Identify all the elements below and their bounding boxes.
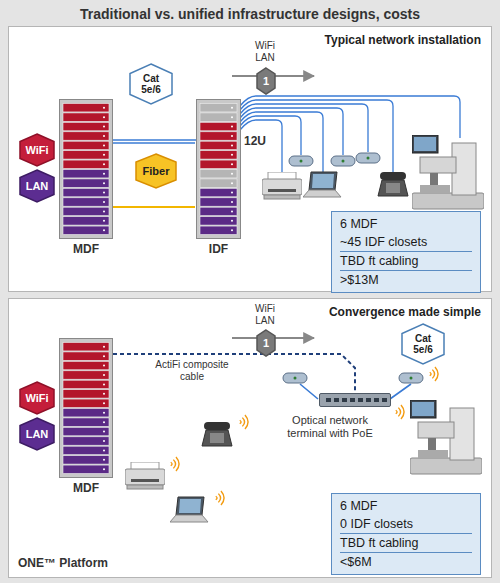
hexagon-badge: 1 (256, 67, 276, 95)
ont-shape (320, 394, 390, 406)
wifi-waves (240, 415, 248, 429)
cat-cable (240, 100, 393, 173)
composite-cable (113, 354, 355, 393)
panel-ground (8, 26, 492, 292)
node-label: LAN (26, 180, 49, 192)
cost-box: 6 MDF~45 IDF closetsTBD ft cabling>$13M (331, 211, 481, 293)
microscope-icon (412, 135, 484, 209)
cost-line: ~45 IDF closets (340, 233, 472, 251)
node-label: Fiber (143, 165, 170, 177)
rack-shape (59, 99, 113, 239)
access-point-icon (356, 153, 380, 163)
cat-cable (240, 96, 460, 138)
optical-network-terminal: Optical network terminal with PoE (319, 393, 391, 407)
server-rack: MDF (59, 338, 113, 478)
hexagon-badge: Cat 5e/6 (129, 63, 173, 105)
panel-heading: Convergence made simple (329, 305, 481, 319)
hexagon-badge: Cat 5e/6 (401, 323, 445, 365)
hexagon-badge: WiFi (19, 381, 55, 415)
cost-line: 6 MDF (340, 497, 472, 515)
phone-icon (378, 172, 408, 196)
cost-box: 6 MDF0 IDF closetsTBD ft cabling<$6M (331, 493, 481, 575)
node-label: 1 (263, 337, 269, 349)
network-label: WiFi LAN (250, 40, 280, 64)
fiber-line (113, 139, 196, 141)
access-point-icon (399, 373, 423, 383)
cat-cable (240, 108, 343, 155)
cost-line: >$13M (340, 270, 472, 289)
node-label: IDF (186, 242, 251, 256)
panel: Typical network installationWiFiLAN MDF Fi… (8, 26, 492, 292)
node-label: Optical network terminal with PoE (280, 414, 380, 440)
panel-heading: Typical network installation (325, 33, 481, 47)
laptop-icon (170, 497, 208, 522)
cost-line: <$6M (340, 552, 472, 571)
cost-line: TBD ft cabling (340, 251, 472, 270)
fiber-line (112, 142, 195, 144)
cost-line: 0 IDF closets (340, 515, 472, 533)
cat-cable (240, 120, 282, 174)
access-point-icon (283, 373, 307, 383)
microscope-icon (410, 400, 482, 474)
cost-line: 6 MDF (340, 215, 472, 233)
node-label: LAN (26, 428, 49, 440)
hexagon-badge: Fiber (135, 153, 177, 189)
hexagon-badge: LAN (19, 417, 55, 451)
note-label: 12U (244, 134, 266, 148)
phone-icon (202, 422, 232, 446)
laptop-icon (303, 172, 341, 197)
hexagon-badge: 1 (256, 329, 276, 357)
panel: Convergence made simpleWiFiLAN MDF 1 Cat 5e… (8, 298, 492, 578)
wifi-waves (396, 405, 404, 419)
wifi-waves (216, 491, 224, 505)
access-point-icon (289, 156, 313, 166)
wifi-waves (171, 457, 179, 471)
title: Traditional vs. unified infrastructure d… (0, 6, 500, 22)
fiber-line (112, 206, 195, 208)
printer-icon (262, 172, 302, 199)
cost-line: TBD ft cabling (340, 533, 472, 552)
rack-shape (59, 338, 113, 478)
panel-ground (8, 298, 492, 578)
wifi-waves (430, 367, 438, 381)
node-label: 1 (263, 75, 269, 87)
edge-label: ActiFi composite cable (148, 359, 236, 383)
hexagon-badge: LAN (19, 169, 55, 203)
network-label: WiFi LAN (250, 303, 280, 327)
access-point-icon (331, 156, 355, 166)
node-label: Cat 5e/6 (406, 333, 440, 355)
note-label: ONE™ Platform (18, 556, 108, 570)
server-rack: IDF (196, 99, 241, 239)
node-label: WiFi (25, 144, 48, 156)
hexagon-badge: WiFi (19, 133, 55, 167)
node-label: MDF (49, 242, 123, 256)
rack-shape (196, 99, 241, 239)
node-label: Cat 5e/6 (134, 73, 168, 95)
server-rack: MDF (59, 99, 113, 239)
cat-cable (240, 104, 368, 152)
node-label: WiFi (25, 392, 48, 404)
printer-icon (125, 462, 165, 489)
node-label: MDF (49, 481, 123, 495)
